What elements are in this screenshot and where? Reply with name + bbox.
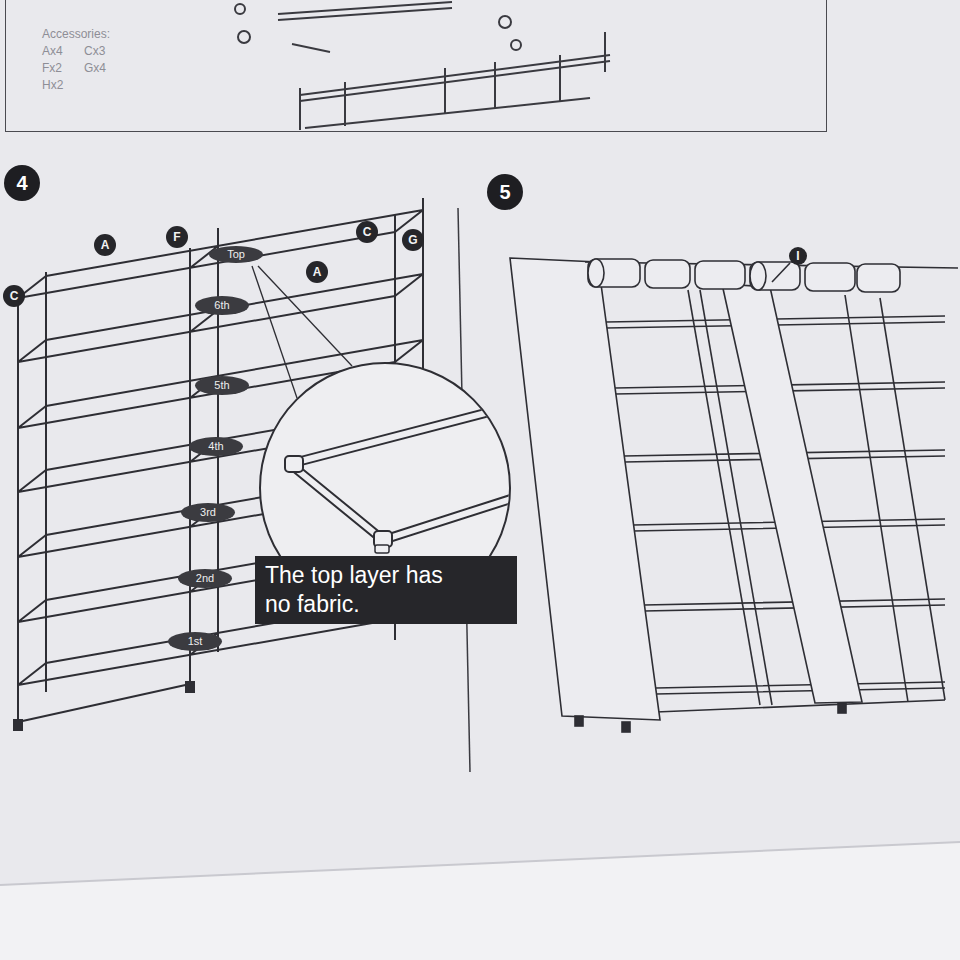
step3-parts <box>511 40 521 50</box>
shelf-frame <box>45 272 47 692</box>
callout-letter-text: A <box>313 266 322 278</box>
layer-tag: 5th <box>195 376 249 395</box>
magnifier <box>295 468 520 540</box>
step-panel: Accessories: Ax4 Cx3Fx2 Gx4Hx2 <box>5 0 827 132</box>
step3-parts <box>300 61 610 101</box>
note-box: The top layer has no fabric. <box>255 556 517 624</box>
callout-letter-text: A <box>101 239 110 251</box>
magnifier <box>285 404 520 553</box>
step-number-text: 4 <box>16 173 27 193</box>
covered-shelf <box>575 716 583 726</box>
step3-parts <box>604 32 606 72</box>
accessory-text: Fx2 <box>42 61 62 75</box>
layer-tag: 4th <box>189 437 243 456</box>
covered-shelf <box>838 703 846 713</box>
layer-tag-text: 4th <box>208 441 223 452</box>
layer-tag: 6th <box>195 296 249 315</box>
shelf-frame <box>14 720 22 730</box>
step3-parts <box>300 55 610 95</box>
accessory-text: Ax4 <box>42 44 63 58</box>
covered-shelf <box>805 263 855 291</box>
accessory-text: Hx2 <box>42 78 63 92</box>
layer-tag-text: Top <box>227 249 245 260</box>
layer-tag-text: 1st <box>188 636 203 647</box>
covered-shelf <box>645 260 690 288</box>
callout-letter-text: C <box>363 226 372 238</box>
step3-parts <box>499 16 511 28</box>
shelf-frame <box>18 684 190 722</box>
step3-parts <box>278 2 452 14</box>
shelf-frame <box>17 292 19 722</box>
step3-parts <box>235 2 610 130</box>
magnifier <box>297 404 520 462</box>
shelf-frame <box>18 274 423 362</box>
step3-parts <box>494 62 496 108</box>
magnifier <box>285 456 303 472</box>
paper <box>0 842 960 960</box>
covered-shelf <box>845 295 908 702</box>
callout-letter: C <box>356 221 378 243</box>
accessory-text: Cx3 <box>84 44 105 58</box>
step3-parts <box>278 8 452 20</box>
callout-letter-text: G <box>408 234 417 246</box>
step3-parts <box>444 68 446 114</box>
step3-parts <box>238 31 250 43</box>
step-number: 4 <box>4 165 40 201</box>
covered-shelf <box>695 261 745 289</box>
layer-tag: 2nd <box>178 569 232 588</box>
step3-parts <box>305 98 590 128</box>
step3-parts <box>292 44 330 52</box>
covered-shelf <box>750 262 766 290</box>
covered-shelf <box>510 258 660 720</box>
leader-line <box>258 266 352 366</box>
covered-shelf <box>588 259 640 287</box>
callout-letter-text: C <box>10 290 19 302</box>
callout-letter-text: I <box>796 250 799 262</box>
step-number: 5 <box>487 174 523 210</box>
layer-tag-text: 6th <box>214 300 229 311</box>
callout-letter-text: F <box>173 231 180 243</box>
shelf-frame <box>186 682 194 692</box>
accessory-text: Gx4 <box>84 61 106 75</box>
layer-tag: 1st <box>168 632 222 651</box>
covered-shelf <box>588 259 604 287</box>
step3-parts <box>299 88 301 130</box>
covered-shelf <box>880 298 945 700</box>
accessory-text: Accessories: <box>42 27 110 41</box>
layer-tag: Top <box>209 246 263 263</box>
covered-shelf <box>750 262 800 290</box>
callout-letter: G <box>402 229 424 251</box>
callout-letter: F <box>166 226 188 248</box>
step-number-text: 5 <box>499 182 510 202</box>
layer-tag-text: 2nd <box>196 573 214 584</box>
callout-letter: I <box>789 247 807 265</box>
covered-shelf <box>772 263 790 282</box>
covered-shelf <box>857 264 900 292</box>
covered-shelf <box>722 284 862 703</box>
step3-parts <box>235 4 245 14</box>
layer-tag-text: 5th <box>214 380 229 391</box>
covered-shelf <box>656 682 945 694</box>
step3-parts <box>559 55 561 102</box>
layer-tag: 3rd <box>181 503 235 522</box>
paper <box>0 842 960 885</box>
magnifier <box>297 404 520 462</box>
layer-tag-text: 3rd <box>200 507 216 518</box>
shelf-frame <box>189 248 191 684</box>
magnifier <box>375 545 389 553</box>
note-text: The top layer has no fabric. <box>265 561 463 619</box>
callout-letter: C <box>3 285 25 307</box>
covered-shelf <box>656 700 945 712</box>
step3-parts <box>344 82 346 126</box>
leader-line <box>252 266 297 398</box>
callout-letter: A <box>94 234 116 256</box>
magnifier <box>295 468 520 540</box>
callout-letter: A <box>306 261 328 283</box>
covered-shelf <box>510 258 958 732</box>
covered-shelf <box>622 722 630 732</box>
